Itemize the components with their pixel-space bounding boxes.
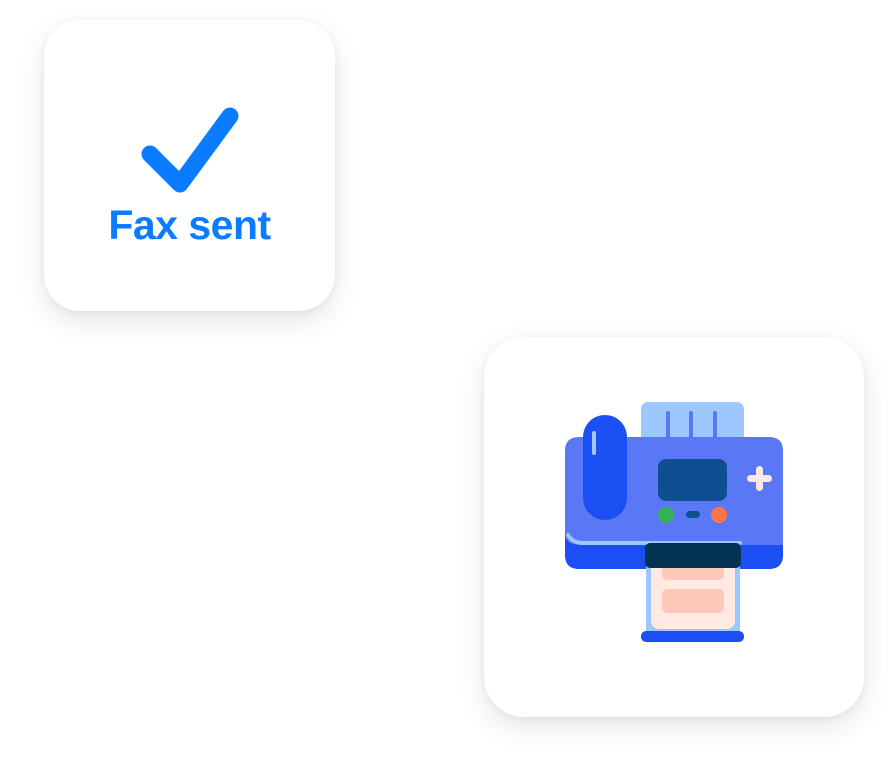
checkmark-icon (141, 107, 239, 193)
fax-sent-card: Fax sent (44, 20, 335, 311)
status-label: Fax sent (108, 202, 271, 248)
fax-machine-card (484, 337, 864, 717)
fax-machine-icon (565, 402, 783, 642)
